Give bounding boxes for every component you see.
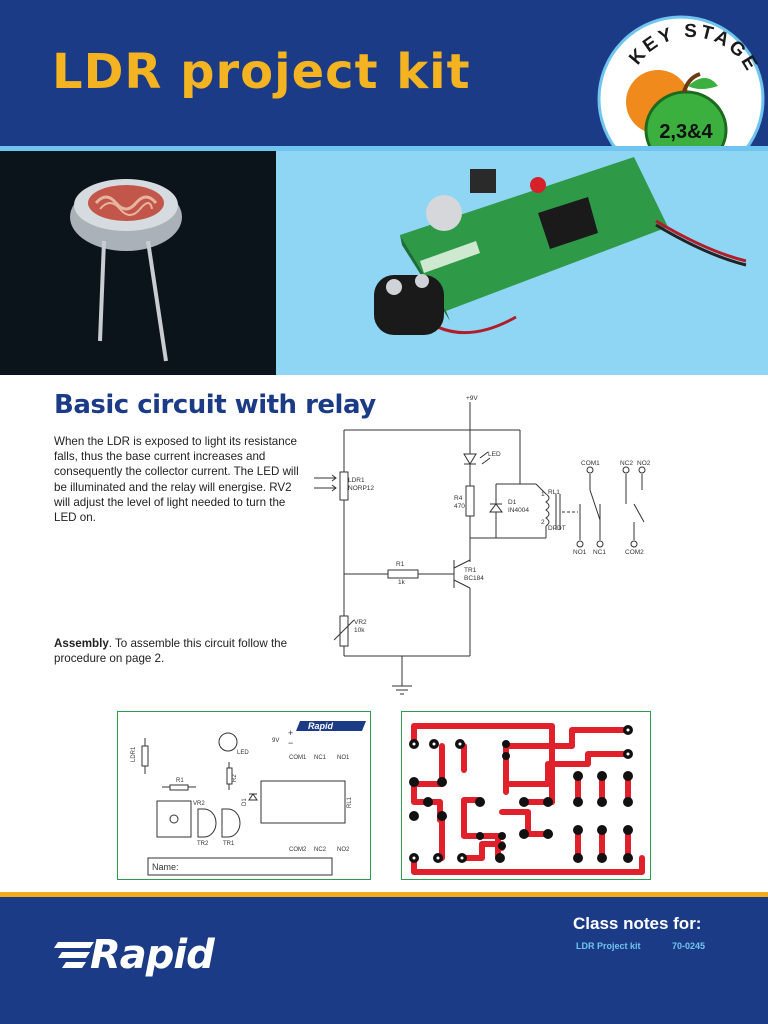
label-r1: R1 [396, 561, 405, 568]
layout-vr2: VR2 [193, 801, 205, 807]
assembly-text: . To assemble this circuit follow the pr… [54, 637, 288, 666]
layout-r2: R2 [232, 774, 238, 782]
label-tr1-part: BC184 [464, 575, 484, 582]
label-pin1: 1 [541, 491, 545, 498]
intro-paragraph: When the LDR is exposed to light its res… [54, 435, 299, 525]
assembly-label: Assembly [54, 637, 109, 650]
label-no2: NO2 [637, 460, 651, 467]
footer-banner [0, 897, 768, 1024]
footer-brand: Rapid [90, 932, 215, 978]
footer-divider [0, 892, 768, 897]
pcb-track-panel [401, 711, 651, 880]
layout-rl1: RL1 [347, 796, 353, 808]
rapid-logo-icon [54, 942, 94, 968]
circuit-schematic: +9V LED LDR1 NORP12 R4 470 D1 IN4004 RL1… [314, 395, 651, 695]
layout-plus: + [288, 728, 293, 738]
layout-ldr1: LDR1 [131, 746, 137, 762]
label-ldr1: LDR1 [348, 477, 365, 484]
label-no1: NO1 [573, 549, 587, 556]
kit-code: 70-0245 [672, 941, 706, 951]
label-nc2: NC2 [620, 460, 633, 467]
label-com2: COM2 [625, 549, 644, 556]
label-rl1: RL1 [548, 489, 560, 496]
ldr-photo [0, 151, 276, 375]
layout-r1: R1 [176, 778, 184, 784]
label-pin2: 2 [541, 519, 545, 526]
label-ldr-part: NORP12 [348, 485, 374, 492]
label-vr2-val: 10k [354, 627, 365, 634]
key-stage-badge: KEY STAGE 2,3&4 [597, 15, 765, 183]
class-notes-heading: Class notes for: [573, 914, 702, 933]
layout-no1: NO1 [337, 755, 350, 761]
label-vr2: VR2 [354, 619, 367, 626]
layout-d1: D1 [242, 798, 248, 806]
label-d1: D1 [508, 499, 517, 506]
layout-com2: COM2 [289, 847, 307, 853]
label-r4: R4 [454, 495, 463, 502]
label-rl1-part: DPDT [548, 525, 566, 532]
layout-led: LED [237, 750, 249, 756]
label-r1-val: 1k [398, 579, 406, 586]
label-led: LED [488, 451, 501, 458]
layout-rapid-logo: Rapid [308, 721, 334, 731]
layout-nc2: NC2 [314, 847, 327, 853]
layout-minus: − [288, 738, 293, 748]
layout-com1: COM1 [289, 755, 307, 761]
layout-tr2: TR2 [197, 841, 209, 847]
header-stripe [0, 146, 768, 151]
kit-name: LDR Project kit [576, 941, 641, 951]
layout-9v: 9V [272, 738, 279, 744]
badge-stages: 2,3&4 [659, 121, 713, 143]
label-com1: COM1 [581, 460, 600, 467]
label-nc1: NC1 [593, 549, 606, 556]
layout-no2: NO2 [337, 847, 350, 853]
label-d1-part: IN4004 [508, 507, 529, 514]
kit-board-photo [276, 151, 768, 375]
layout-nc1: NC1 [314, 755, 327, 761]
layout-tr1: TR1 [223, 841, 235, 847]
section-title: Basic circuit with relay [54, 390, 376, 420]
label-r4-val: 470 [454, 503, 465, 510]
label-supply: +9V [466, 395, 478, 402]
component-layout-panel: Rapid LDR1 LED 9V + − COM1 NC1 NO1 R1 R2… [117, 711, 371, 880]
page-title: LDR project kit [52, 44, 471, 100]
assembly-paragraph: Assembly. To assemble this circuit follo… [54, 636, 304, 666]
layout-name-label: Name: [152, 862, 179, 872]
label-tr1: TR1 [464, 567, 477, 574]
